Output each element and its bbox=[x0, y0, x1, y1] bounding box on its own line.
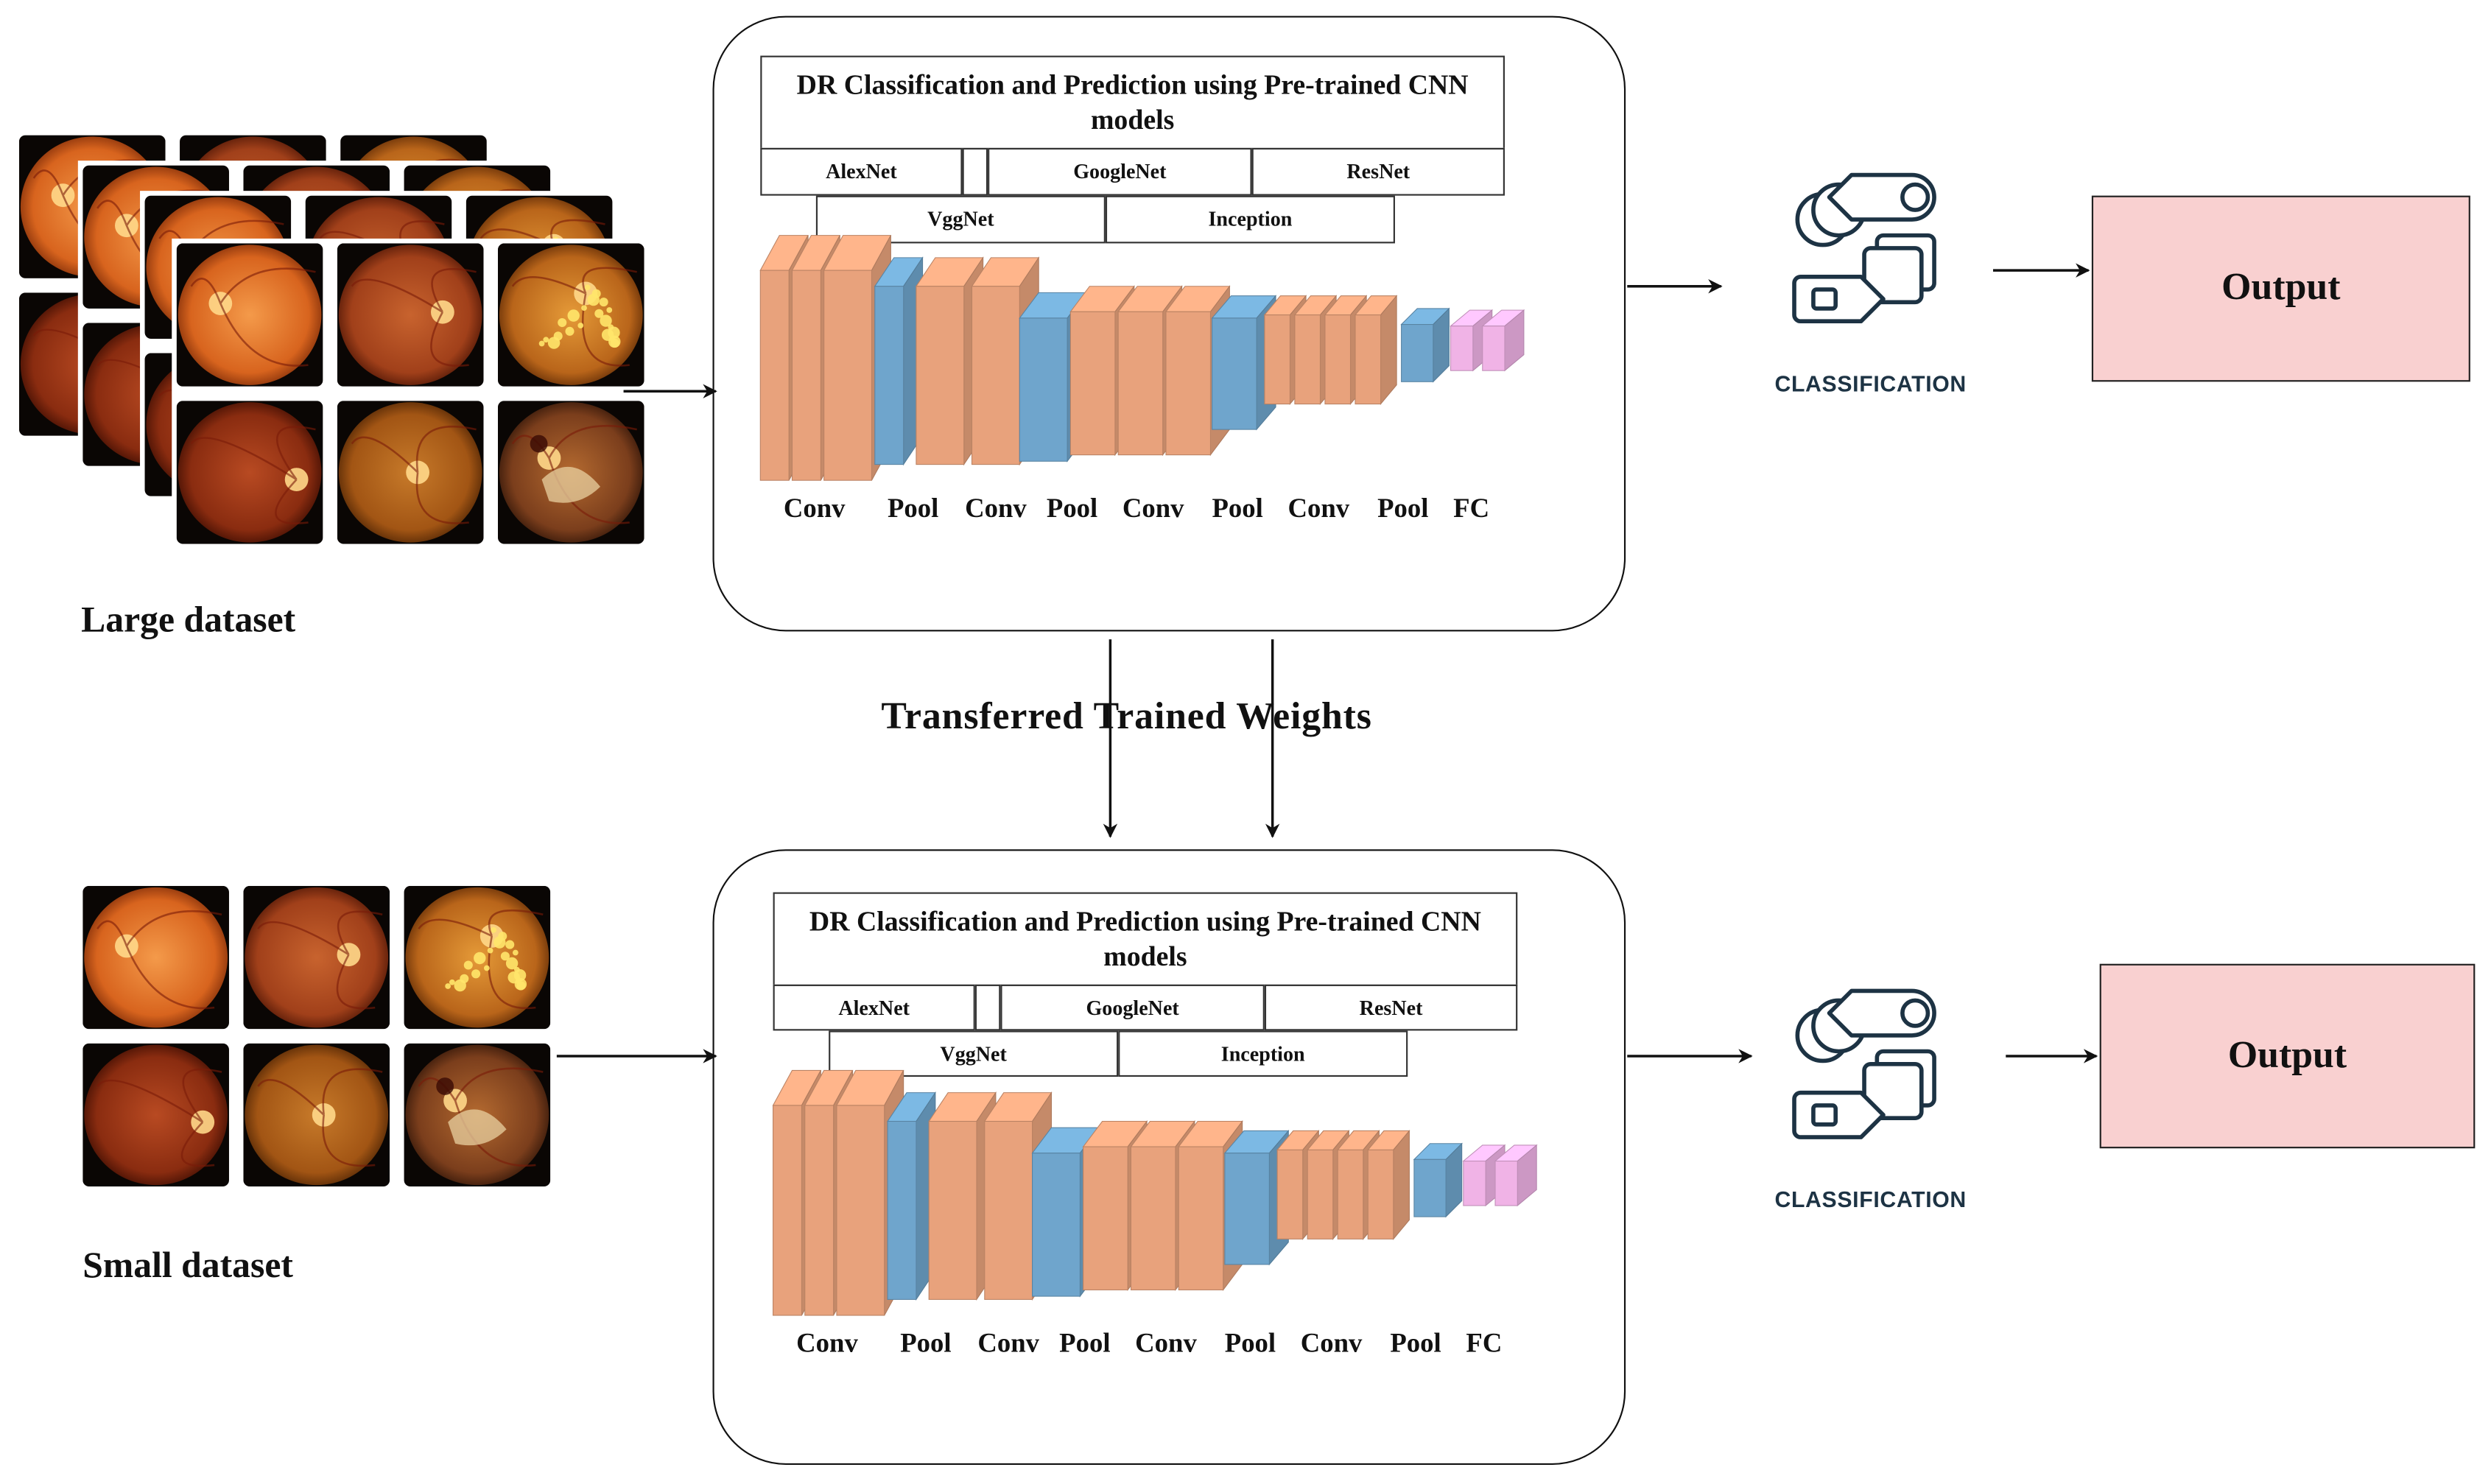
retina-image bbox=[337, 243, 484, 387]
layer-label-conv: Conv bbox=[977, 1328, 1040, 1359]
layer-label-conv: Conv bbox=[783, 493, 846, 524]
top-classification-label: CLASSIFICATION bbox=[1774, 370, 1967, 396]
transferred-weights-label: Transferred Trained Weights bbox=[881, 696, 1372, 739]
model-cell-alexnet: AlexNet bbox=[773, 984, 975, 1031]
layer-label-conv: Conv bbox=[1122, 493, 1184, 524]
retina-image bbox=[404, 1043, 551, 1187]
retina-image bbox=[176, 401, 323, 544]
retina-image bbox=[176, 243, 323, 387]
model-cell-resnet: ResNet bbox=[1251, 147, 1505, 196]
classification-shapes-icon bbox=[1792, 988, 1936, 1139]
fc-layer bbox=[1481, 309, 1525, 372]
pool-layer bbox=[887, 1091, 936, 1301]
model-cell-googlenet: GoogleNet bbox=[1000, 984, 1265, 1031]
model-cell-vggnet: VggNet bbox=[829, 1030, 1119, 1077]
layer-label-pool: Pool bbox=[1046, 493, 1098, 524]
retina-image bbox=[243, 1043, 390, 1187]
retina-image bbox=[82, 885, 229, 1030]
pool-layer bbox=[1400, 307, 1450, 383]
model-cell-spacer bbox=[974, 984, 1001, 1031]
layer-label-pool: Pool bbox=[1212, 493, 1263, 524]
layer-label-conv: Conv bbox=[1287, 493, 1350, 524]
layer-label-pool: Pool bbox=[887, 493, 939, 524]
fc-layer bbox=[1494, 1144, 1538, 1207]
model-cell-inception: Inception bbox=[1105, 195, 1395, 244]
layer-label-pool: Pool bbox=[1059, 1328, 1111, 1359]
conv-layer bbox=[1354, 295, 1398, 406]
top-output-box: Output bbox=[2091, 195, 2470, 382]
layer-label-fc: FC bbox=[1453, 493, 1490, 524]
retina-image bbox=[82, 1043, 229, 1187]
classification-shapes-icon bbox=[1792, 172, 1936, 324]
retina-image bbox=[497, 401, 644, 544]
model-cell-alexnet: AlexNet bbox=[760, 147, 963, 196]
model-cell-resnet: ResNet bbox=[1264, 984, 1518, 1031]
conv-layer bbox=[1367, 1129, 1410, 1240]
large-dataset-label: Large dataset bbox=[81, 599, 296, 640]
model-cell-spacer bbox=[962, 147, 988, 196]
model-cell-googlenet: GoogleNet bbox=[988, 147, 1252, 196]
retina-image bbox=[404, 885, 551, 1030]
small-dataset-label: Small dataset bbox=[82, 1245, 293, 1285]
pool-layer bbox=[1211, 295, 1277, 431]
bottom-output-box: Output bbox=[2099, 963, 2476, 1149]
layer-label-pool: Pool bbox=[1224, 1328, 1276, 1359]
model-cell-inception: Inception bbox=[1118, 1030, 1408, 1077]
layer-label-pool: Pool bbox=[1390, 1328, 1441, 1359]
pool-layer bbox=[1413, 1142, 1463, 1218]
layer-label-pool: Pool bbox=[1377, 493, 1429, 524]
layer-label-pool: Pool bbox=[900, 1328, 952, 1359]
layer-label-fc: FC bbox=[1466, 1328, 1503, 1359]
layer-label-conv: Conv bbox=[1300, 1328, 1363, 1359]
bottom-classification-label: CLASSIFICATION bbox=[1774, 1186, 1967, 1212]
top-panel-title: DR Classification and Prediction using P… bbox=[760, 55, 1505, 150]
bottom-panel-title: DR Classification and Prediction using P… bbox=[773, 892, 1518, 986]
retina-image bbox=[497, 243, 644, 387]
layer-label-conv: Conv bbox=[965, 493, 1027, 524]
retina-image bbox=[243, 885, 390, 1030]
layer-label-conv: Conv bbox=[1135, 1328, 1197, 1359]
retina-image bbox=[337, 401, 484, 544]
conv-layer bbox=[1293, 295, 1338, 406]
layer-label-conv: Conv bbox=[796, 1328, 858, 1359]
